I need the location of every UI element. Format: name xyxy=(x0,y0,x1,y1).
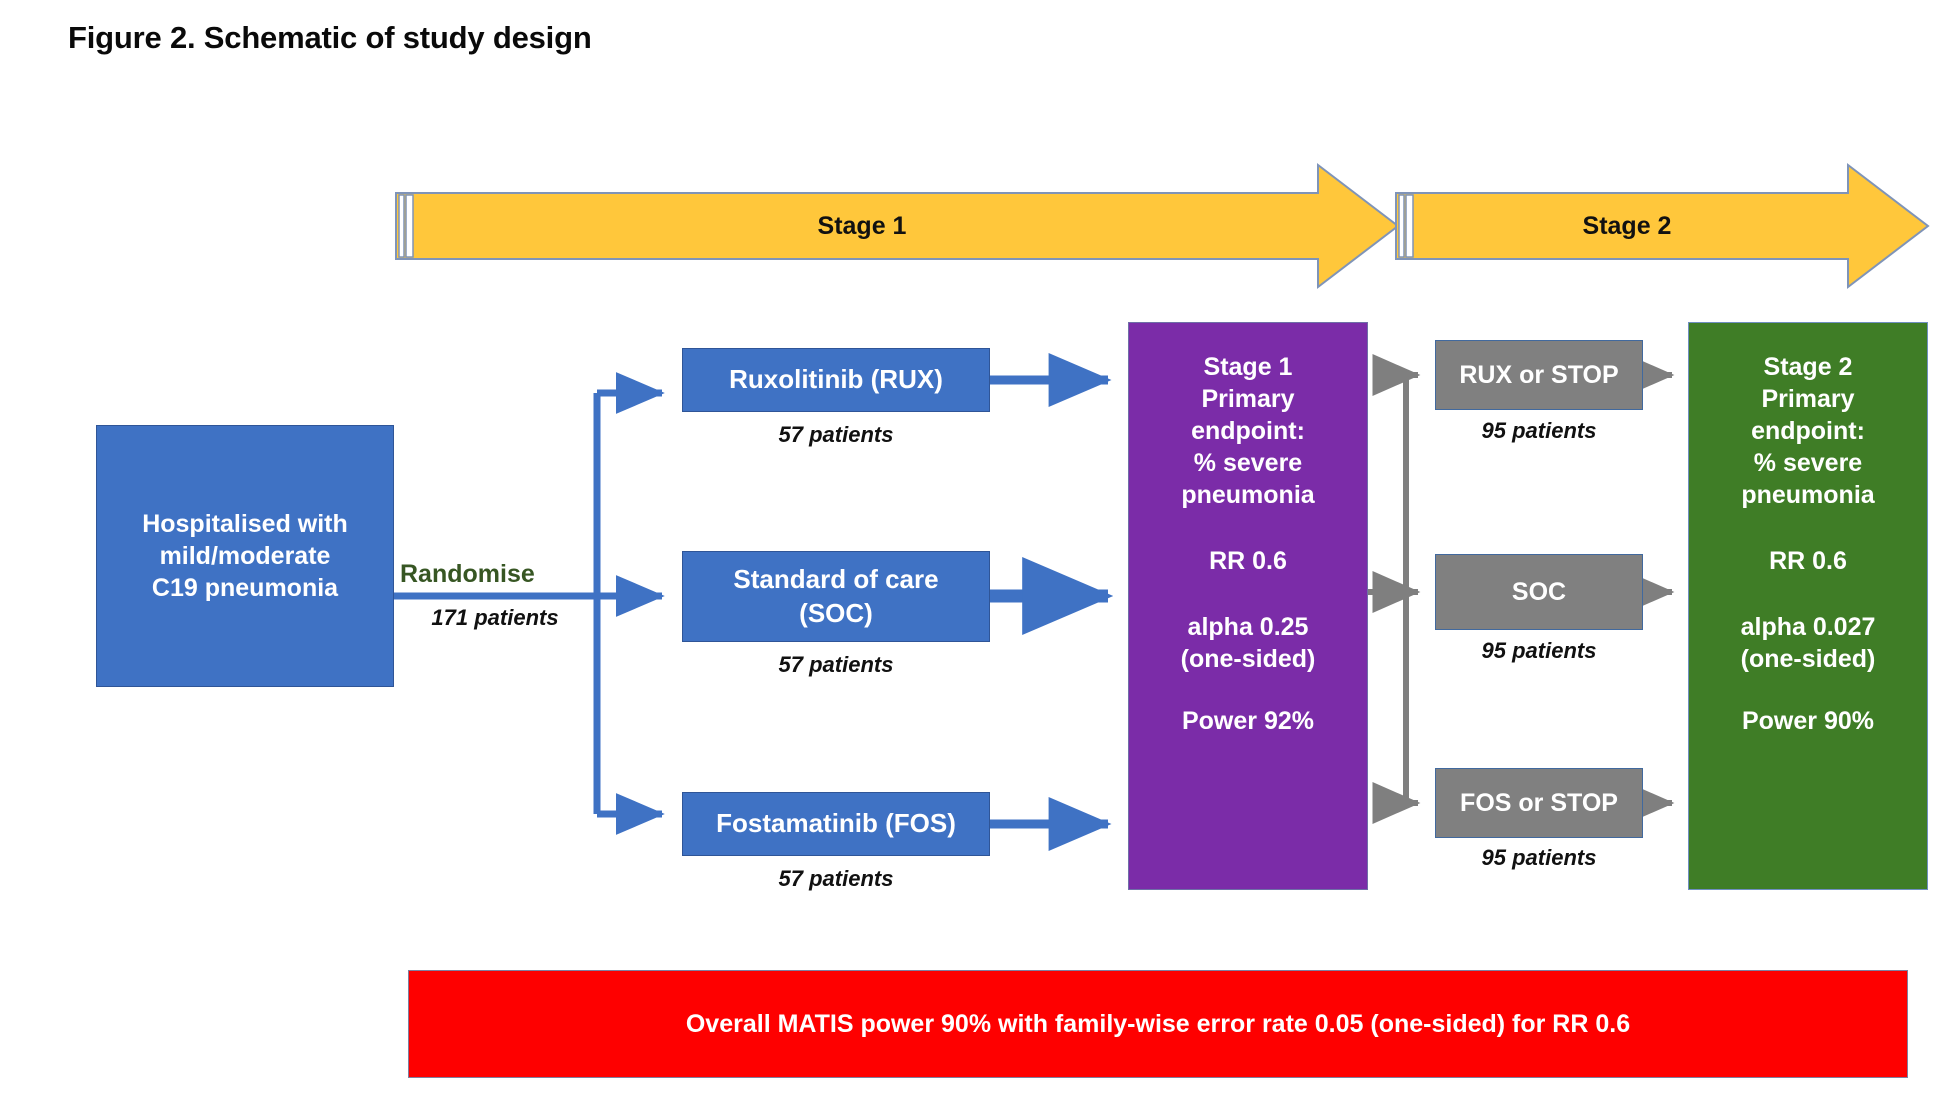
stage1-banner-shape xyxy=(395,162,1400,290)
node-stage2-arm-fos-or-stop-label: FOS or STOP xyxy=(1460,789,1618,817)
overall-power-banner-text: Overall MATIS power 90% with family-wise… xyxy=(685,1010,1631,1038)
stage2-endpoint-heading: Stage 2 Primary endpoint: % severe pneum… xyxy=(1741,353,1875,509)
node-stage2-arm-fos-or-stop[interactable]: FOS or STOP xyxy=(1435,768,1643,838)
stage2-arm-to-endpoint-connectors xyxy=(1626,354,1675,824)
arm-rux-patient-count: 57 patients xyxy=(778,422,894,447)
stage1-endpoint-alpha: alpha 0.25 (one-sided) xyxy=(1180,613,1316,673)
stage2-arm-rux-or-stop-patient-count: 95 patients xyxy=(1481,418,1597,443)
stage2-branch-connectors xyxy=(1368,354,1421,824)
node-stage2-arm-rux-or-stop-label: RUX or STOP xyxy=(1459,361,1619,389)
stage-2-label: Stage 2 xyxy=(1582,211,1672,240)
stage1-endpoint-heading: Stage 1 Primary endpoint: % severe pneum… xyxy=(1181,353,1315,509)
stage2-endpoint-alpha: alpha 0.027 (one-sided) xyxy=(1740,613,1876,673)
stage1-endpoint-power: Power 92% xyxy=(1181,707,1314,735)
node-arm-fos[interactable]: Fostamatinib (FOS) xyxy=(682,792,990,856)
arm-to-stage1-endpoint-connectors xyxy=(990,353,1114,851)
node-stage2-arm-soc[interactable]: SOC xyxy=(1435,554,1643,630)
node-arm-rux[interactable]: Ruxolitinib (RUX) xyxy=(682,348,990,412)
node-arm-rux-label: Ruxolitinib (RUX) xyxy=(729,364,943,395)
overall-power-banner: Overall MATIS power 90% with family-wise… xyxy=(408,970,1908,1078)
randomise-patient-count: 171 patients xyxy=(431,605,559,630)
randomise-label: Randomise xyxy=(400,560,535,588)
node-hospitalised-population-label: Hospitalised with mild/moderate C19 pneu… xyxy=(142,510,348,602)
stage-2-banner: Stage 2 xyxy=(1396,187,1928,265)
node-hospitalised-population[interactable]: Hospitalised with mild/moderate C19 pneu… xyxy=(96,425,394,687)
stage2-endpoint-power: Power 90% xyxy=(1741,707,1874,735)
stage2-arm-soc-patient-count: 95 patients xyxy=(1481,638,1597,663)
node-stage2-arm-soc-label: SOC xyxy=(1511,578,1567,606)
page-title: Figure 2. Schematic of study design xyxy=(68,20,592,55)
node-stage2-arm-rux-or-stop[interactable]: RUX or STOP xyxy=(1435,340,1643,410)
stage1-endpoint-rr: RR 0.6 xyxy=(1209,547,1287,575)
node-arm-fos-label: Fostamatinib (FOS) xyxy=(716,808,956,839)
node-arm-soc-label: Standard of care (SOC) xyxy=(733,564,939,628)
node-stage2-primary-endpoint[interactable]: Stage 2 Primary endpoint: % severe pneum… xyxy=(1688,322,1928,890)
randomisation-connectors xyxy=(394,372,665,835)
stage2-banner-shape xyxy=(1395,162,1930,290)
node-arm-soc[interactable]: Standard of care (SOC) xyxy=(682,551,990,642)
arm-soc-patient-count: 57 patients xyxy=(778,652,894,677)
stage2-endpoint-rr: RR 0.6 xyxy=(1769,547,1847,575)
stage-1-label: Stage 1 xyxy=(817,211,907,240)
arm-fos-patient-count: 57 patients xyxy=(778,866,894,891)
node-stage1-primary-endpoint[interactable]: Stage 1 Primary endpoint: % severe pneum… xyxy=(1128,322,1368,890)
stage2-arm-fos-or-stop-patient-count: 95 patients xyxy=(1481,845,1597,870)
stage-1-banner: Stage 1 xyxy=(396,187,1398,265)
